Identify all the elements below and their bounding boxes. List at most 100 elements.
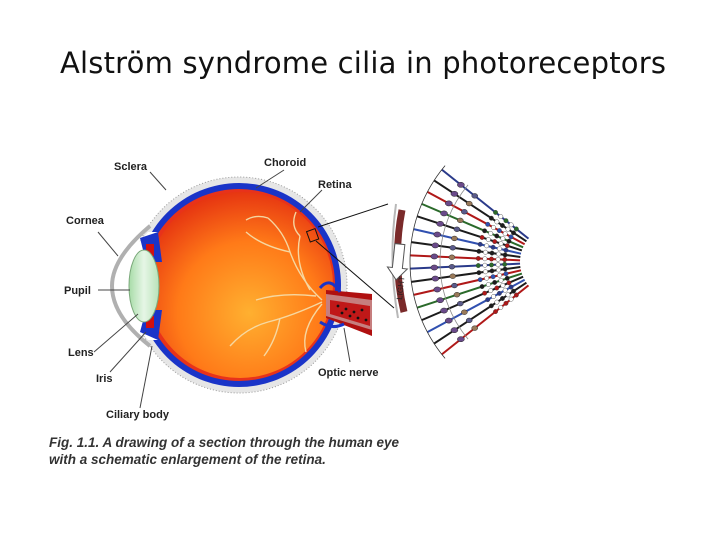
vitreous-body xyxy=(147,192,333,378)
receptor-segment xyxy=(506,280,512,286)
cell-nucleus xyxy=(465,317,473,324)
slide-title: Alström syndrome cilia in photoreceptors xyxy=(60,46,667,80)
receptor-segment xyxy=(505,292,511,298)
receptor-segment xyxy=(498,277,504,283)
receptor-segment xyxy=(484,243,490,249)
photoreceptor-cell xyxy=(410,254,521,262)
receptor-segment xyxy=(503,218,509,224)
photoreceptor-cell xyxy=(416,215,523,252)
cell-nucleus xyxy=(457,336,465,343)
receptor-segment xyxy=(493,309,498,314)
receptor-segment xyxy=(482,228,487,234)
light-label: LIGHT xyxy=(395,276,406,300)
receptor-segment xyxy=(497,246,502,252)
receptor-segment xyxy=(483,269,488,275)
receptor-segment xyxy=(477,241,483,247)
receptor-segment xyxy=(500,296,505,301)
receptor-segment xyxy=(494,233,500,239)
cell-nucleus xyxy=(433,231,442,238)
receptor-segment xyxy=(491,225,496,230)
photoreceptor-cell xyxy=(421,275,524,322)
cell-nucleus xyxy=(457,217,464,224)
receptor-segment xyxy=(489,262,494,268)
receptor-segment xyxy=(489,268,495,274)
label-retina: Retina xyxy=(318,179,353,191)
receptor-segment xyxy=(482,256,488,262)
receptor-segment xyxy=(476,270,482,276)
photoreceptor-cell xyxy=(441,284,530,356)
label-lens: Lens xyxy=(68,347,94,359)
receptor-segment xyxy=(511,230,516,236)
cell-nucleus xyxy=(461,309,468,315)
receptor-segment xyxy=(502,252,508,258)
cell-nucleus xyxy=(430,264,439,271)
receptor-segment xyxy=(495,256,501,262)
receptor-segment xyxy=(490,244,496,250)
photoreceptor-cell xyxy=(413,228,522,255)
cell-nucleus xyxy=(448,254,456,260)
cell-nucleus xyxy=(436,220,444,227)
receptor-segment xyxy=(497,272,502,278)
receptor-segment xyxy=(488,230,494,236)
receptor-segment xyxy=(495,262,501,268)
photoreceptor-cell xyxy=(410,262,521,270)
receptor-segment xyxy=(508,284,514,290)
receptor-segment xyxy=(485,282,491,287)
cell-nucleus xyxy=(433,286,442,293)
receptor-segment xyxy=(496,228,502,234)
receptor-segment xyxy=(506,238,512,244)
cell-nucleus xyxy=(450,327,459,334)
receptor-segment xyxy=(498,305,504,310)
receptor-segment xyxy=(508,234,514,240)
cell-nucleus xyxy=(465,200,473,207)
photoreceptor-cell xyxy=(411,241,521,258)
label-pupil: Pupil xyxy=(64,285,91,297)
eye-globe xyxy=(109,176,372,394)
cell-nucleus xyxy=(457,181,465,188)
receptor-segment xyxy=(503,247,509,253)
receptor-segment xyxy=(500,283,506,288)
retina-arc xyxy=(439,184,469,340)
receptor-segment xyxy=(502,261,508,267)
receptor-segment xyxy=(493,210,498,215)
receptor-segment xyxy=(508,296,514,302)
receptor-segment xyxy=(503,271,509,277)
cell-nucleus xyxy=(451,282,458,289)
receptor-segment xyxy=(490,274,496,280)
photoreceptor-cell xyxy=(433,179,527,243)
receptor-segment xyxy=(476,248,482,254)
label-ciliary-body: Ciliary body xyxy=(106,409,170,421)
cornea xyxy=(109,224,152,348)
receptor-segment xyxy=(504,275,510,281)
caption-line-1: Fig. 1.1. A drawing of a section through… xyxy=(49,435,400,450)
receptor-segment xyxy=(489,250,495,256)
receptor-segment xyxy=(485,297,491,303)
receptor-segment xyxy=(494,285,500,291)
label-iris: Iris xyxy=(96,373,113,385)
cell-nucleus xyxy=(453,292,461,298)
receptor-segment xyxy=(498,241,504,247)
photoreceptor-cell xyxy=(433,281,527,345)
ciliary-lower xyxy=(146,316,154,328)
receptor-segment xyxy=(488,288,494,294)
receptor-segment xyxy=(496,251,501,257)
photoreceptor-cell xyxy=(441,168,530,240)
receptor-segment xyxy=(491,294,496,299)
receptor-segment xyxy=(494,299,500,305)
cell-nucleus xyxy=(461,209,468,215)
cell-nucleus xyxy=(440,307,448,314)
receptor-segment xyxy=(488,303,494,309)
light-arrow-icon xyxy=(386,243,409,281)
receptor-segment xyxy=(489,256,494,262)
receptor-segment xyxy=(485,221,491,227)
enlargement-connectors xyxy=(315,203,395,309)
receptor-segment xyxy=(479,235,485,240)
receptor-segment xyxy=(498,214,504,219)
receptor-segment xyxy=(508,222,514,228)
receptor-segment xyxy=(482,262,488,268)
photoreceptor-cell xyxy=(416,272,523,309)
receptor-segment xyxy=(488,215,494,221)
magnify-box xyxy=(305,227,320,243)
label-sclera: Sclera xyxy=(114,161,148,173)
